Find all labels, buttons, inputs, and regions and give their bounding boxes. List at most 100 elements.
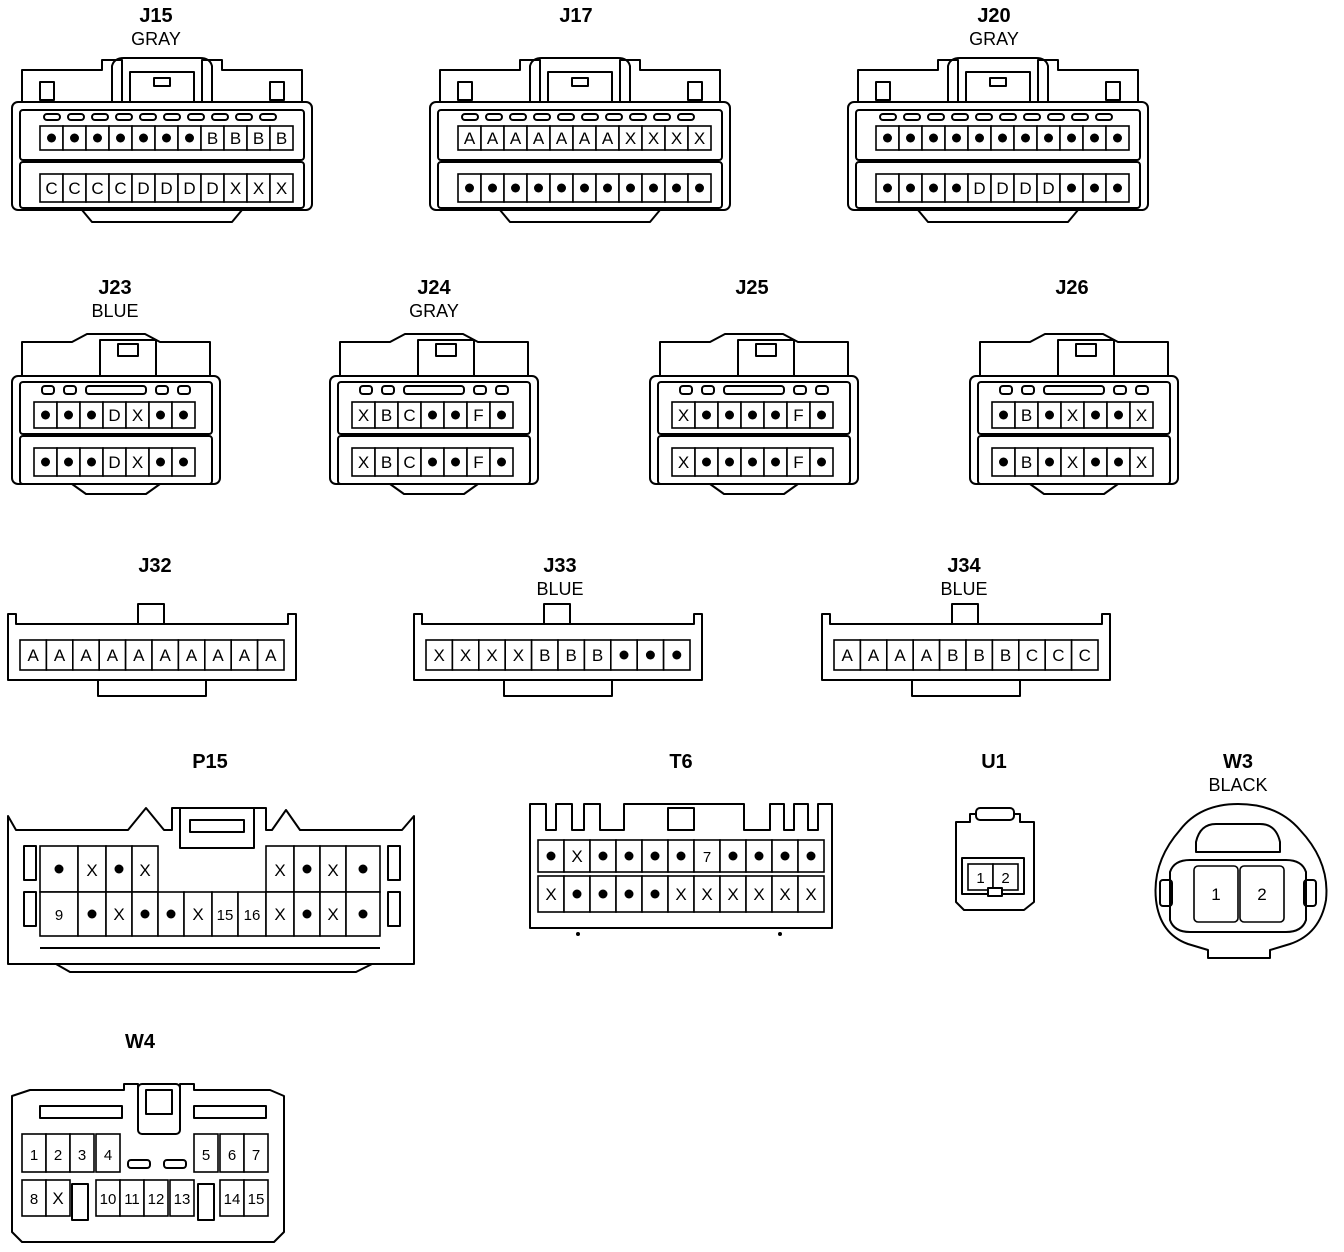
pin-label: A (28, 646, 40, 665)
pin-dot (649, 183, 658, 193)
pin-cavity (131, 891, 159, 937)
pin-label: B (1021, 453, 1032, 472)
pin-cell (193, 1133, 219, 1173)
pin-label: 6 (228, 1147, 236, 1164)
pin-label: X (274, 905, 285, 924)
pin-cell (1070, 639, 1099, 671)
pin-cavity (293, 891, 321, 937)
pin-dot (929, 133, 938, 143)
pin-dot (748, 410, 757, 420)
pin-cavity: A (256, 639, 285, 671)
pin-label: A (487, 129, 499, 148)
pin-dot (999, 410, 1008, 420)
pin-cavity: X (671, 447, 696, 477)
pin-label: C (1079, 646, 1091, 665)
pin-dot (114, 864, 124, 874)
pin-dot (598, 851, 608, 861)
pin-dot (451, 457, 460, 467)
pin-label: A (133, 646, 145, 665)
terminal-slot (1047, 113, 1065, 121)
terminal-slot (975, 113, 993, 121)
pin-cell (131, 891, 159, 937)
connector-body (1154, 803, 1328, 959)
pin-cavity: C (1070, 639, 1099, 671)
pin-cell (319, 891, 347, 937)
latch-tab (145, 1089, 173, 1115)
pin-cavity: B (557, 639, 586, 671)
pin-label: 7 (703, 849, 711, 866)
pin-label: 12 (148, 1191, 165, 1208)
terminal-slot (793, 385, 807, 395)
pin-cell (693, 875, 721, 913)
pin-label: C (403, 406, 415, 425)
upper-shell (19, 109, 305, 161)
pin-label: B (253, 129, 264, 148)
pin-label: 2 (54, 1147, 62, 1164)
pin-cavity: 7 (243, 1133, 269, 1173)
pin-cavity: 2 (45, 1133, 71, 1173)
connector-body (11, 101, 313, 211)
pin-label: X (1136, 406, 1147, 425)
pin-cell (95, 1133, 121, 1173)
terminal-slot (557, 113, 575, 121)
key-slot (387, 845, 401, 881)
pin-dot (952, 183, 961, 193)
pin-cavity (664, 173, 689, 203)
pin-cavity (898, 173, 923, 203)
pin-cavity (572, 173, 597, 203)
pin-label: A (842, 646, 854, 665)
pin-label: 1 (976, 870, 984, 887)
pin-label: B (1021, 406, 1032, 425)
housing-outline (917, 209, 1079, 223)
upper-shell (19, 381, 213, 435)
pin-dot (883, 133, 892, 143)
connector-body (847, 101, 1149, 211)
pin-label: 10 (100, 1191, 117, 1208)
pin-dot (534, 183, 543, 193)
pin-cavity: C (62, 173, 87, 203)
pin-cavity: X (269, 173, 294, 203)
pin-cell (269, 125, 294, 151)
latch-window (137, 1083, 181, 1135)
housing-outline (979, 333, 1169, 376)
pin-cavity (641, 839, 669, 873)
pin-dot (695, 183, 704, 193)
pin-dot (572, 889, 582, 899)
pin-cavity (687, 173, 712, 203)
pin-label: C (68, 179, 80, 198)
connector-color-label: BLUE (536, 579, 583, 599)
pin-dot (497, 410, 506, 420)
terminal-slot (951, 113, 969, 121)
pin-cavity: A (204, 639, 233, 671)
pin-cavity (105, 845, 133, 893)
pin-label: X (1067, 453, 1078, 472)
pin-cavity (991, 401, 1016, 429)
terminal-slot (155, 385, 169, 395)
pin-dot (116, 133, 125, 143)
pin-dot (1044, 133, 1053, 143)
pin-dot (702, 457, 711, 467)
pin-label: A (602, 129, 614, 148)
pin-cavity (79, 401, 104, 429)
lower-shell (19, 161, 305, 209)
pin-cavity (1105, 125, 1130, 151)
terminal-slot (1043, 385, 1105, 395)
pin-cell (885, 639, 914, 671)
latch-tab (667, 807, 695, 831)
connector-color-label: GRAY (409, 301, 459, 321)
pin-cavity: A (45, 639, 74, 671)
terminal-slot (903, 113, 921, 121)
pin-label: F (793, 453, 803, 472)
pin-label: D (1019, 179, 1031, 198)
pin-label: B (230, 129, 241, 148)
connector-body (955, 813, 1035, 911)
pin-cavity (1037, 401, 1062, 429)
pin-cavity (1037, 447, 1062, 477)
pin-dot (1113, 183, 1122, 193)
pin-cell (19, 639, 48, 671)
pin-dot (580, 183, 589, 193)
